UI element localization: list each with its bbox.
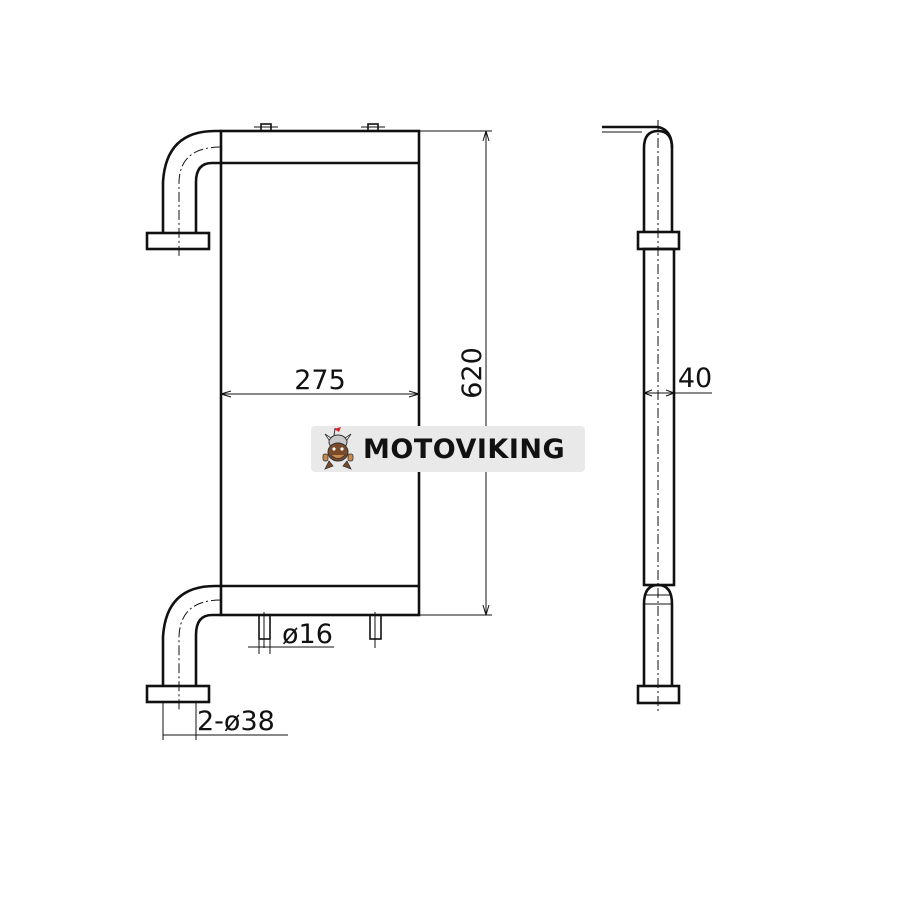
side-view: 40 bbox=[602, 120, 712, 712]
watermark-badge: MOTOVIKING bbox=[311, 426, 585, 472]
bottom-port-left bbox=[258, 612, 271, 648]
lower-flange bbox=[145, 684, 211, 704]
height-label: 620 bbox=[457, 347, 488, 399]
top-bolt-right bbox=[361, 123, 385, 132]
brand-name: MOTOVIKING bbox=[363, 433, 566, 465]
height-dimension: 620 bbox=[419, 130, 492, 616]
small-port-dimension: ø16 bbox=[248, 619, 334, 654]
depth-dimension: 40 bbox=[643, 363, 712, 397]
upper-flange bbox=[145, 231, 211, 251]
large-port-dimension: 2-ø38 bbox=[162, 702, 288, 740]
depth-label: 40 bbox=[678, 363, 712, 394]
bottom-port-right bbox=[369, 612, 382, 648]
radiator-core bbox=[219, 129, 421, 617]
front-view: 275 620 ø16 2-ø38 bbox=[145, 123, 492, 740]
side-core bbox=[642, 247, 676, 587]
lower-outlet-pipe bbox=[145, 584, 222, 712]
upper-inlet-pipe bbox=[145, 129, 222, 258]
top-bolt-left bbox=[254, 123, 278, 132]
width-label: 275 bbox=[294, 365, 346, 396]
width-dimension: 275 bbox=[220, 365, 420, 398]
small-port-label: ø16 bbox=[282, 619, 333, 650]
large-port-label: 2-ø38 bbox=[197, 706, 275, 737]
viking-mascot-icon bbox=[322, 427, 354, 470]
